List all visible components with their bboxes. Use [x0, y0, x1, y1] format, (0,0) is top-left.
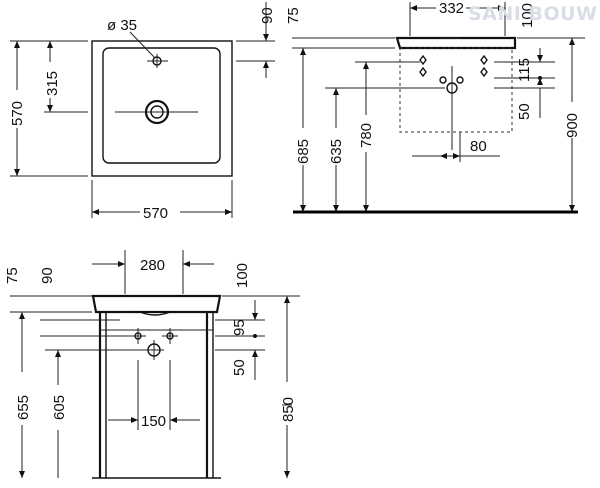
basin-side	[395, 36, 517, 50]
side-view: 332 75 100 115 50 900 685	[285, 0, 585, 214]
width-label: 570	[143, 205, 168, 222]
tap-offset-label: 315	[44, 71, 61, 96]
diameter-leader	[129, 31, 156, 59]
front-view: 280 75 90 655 605 100 95 50	[4, 250, 300, 479]
basin-bowl	[102, 47, 221, 164]
depth-label: 100	[519, 3, 536, 28]
front-spacing-95-label: 95	[231, 319, 248, 336]
height-label: 570	[9, 101, 26, 126]
spacing-50-label: 50	[516, 103, 533, 120]
front-depth-label: 100	[234, 263, 251, 288]
fitting-icon	[419, 54, 488, 94]
height-635-label: 635	[328, 139, 345, 164]
cabinet-outline	[399, 47, 513, 133]
height-605-label: 605	[51, 395, 68, 420]
height-655-label: 655	[15, 395, 32, 420]
hole-diameter-label: ø 35	[107, 17, 137, 34]
top-margin-label: 90	[259, 7, 276, 24]
top-view: ø 35 570 570 315 90	[9, 2, 276, 222]
front-spacing-50-label: 50	[231, 359, 248, 376]
spacing-115-label: 115	[516, 58, 533, 82]
rim-label: 75	[285, 7, 302, 24]
total-height-label: 900	[564, 113, 581, 138]
front-top-label: 90	[39, 267, 56, 284]
front-width-150-label: 150	[141, 413, 166, 430]
front-width-label: 280	[140, 257, 165, 274]
height-850-label: 850	[280, 397, 297, 422]
basin-front	[91, 294, 222, 314]
brand-watermark: SANI BOUW	[468, 3, 598, 25]
height-780-label: 780	[358, 123, 375, 148]
offset-80-label: 80	[470, 138, 487, 155]
height-685-label: 685	[295, 139, 312, 164]
basin-outline	[91, 40, 233, 177]
top-width-label: 332	[439, 0, 464, 17]
front-rim-label: 75	[4, 267, 21, 284]
